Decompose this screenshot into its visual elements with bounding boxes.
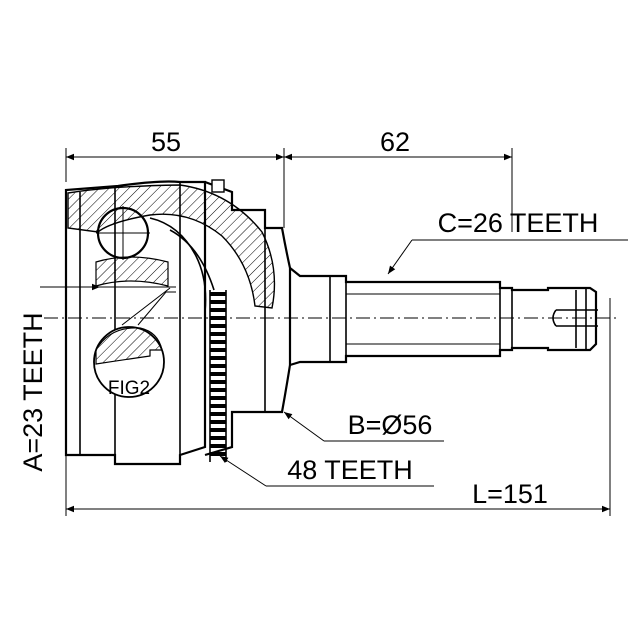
abs-tooth (210, 372, 226, 376)
leader-line (219, 455, 267, 487)
leader-line (387, 239, 413, 275)
dimension-label-62: 62 (380, 127, 410, 157)
abs-tooth (210, 380, 226, 384)
abs-tooth (210, 324, 226, 328)
abs-tooth (210, 396, 226, 400)
outer-housing (64, 180, 292, 466)
dimension-overall: L=151 (65, 298, 611, 516)
callout-outer-spline: C=26 TEETH (387, 208, 628, 275)
abs-tooth (210, 356, 226, 360)
abs-ring (209, 179, 227, 462)
outer-spline-label: C=26 TEETH (438, 208, 599, 238)
abs-tooth (210, 332, 226, 336)
callout-seal-diameter: B=Ø56 (283, 410, 444, 442)
housing-outline (64, 180, 207, 466)
abs-tooth (210, 292, 226, 296)
fig2-leader (137, 291, 176, 326)
fig2-detail: FIG2 (93, 287, 176, 399)
leader-line (283, 411, 325, 442)
housing-neck (204, 180, 292, 457)
inner-race-hatch (95, 256, 169, 287)
seal-diameter-label: B=Ø56 (348, 410, 433, 440)
abs-tooth (210, 412, 226, 416)
abs-ring-label: 48 TEETH (287, 455, 413, 485)
housing-section-hatch (67, 184, 276, 309)
fig2-leader (121, 287, 171, 326)
abs-tooth (210, 436, 226, 440)
cage-arc (149, 217, 207, 313)
abs-tooth (210, 348, 226, 352)
dimension-label-55: 55 (151, 127, 181, 157)
fig2-hatch (95, 327, 163, 365)
abs-tooth (210, 404, 226, 408)
abs-ring-top (211, 179, 225, 193)
abs-tooth (210, 444, 226, 448)
dimension-62: 62 (284, 127, 513, 232)
abs-tooth (210, 420, 226, 424)
shaft-outline (289, 267, 598, 367)
inner-spline-label: A=23 TEETH (18, 312, 48, 471)
callout-inner-spline: A=23 TEETH (18, 283, 176, 472)
fig2-label: FIG2 (108, 378, 150, 399)
dimension-55: 55 (65, 127, 285, 228)
abs-tooth (210, 364, 226, 368)
callout-abs-ring: 48 TEETH (219, 455, 434, 487)
abs-tooth (210, 452, 226, 456)
abs-tooth (210, 428, 226, 432)
abs-tooth (210, 308, 226, 312)
abs-tooth (210, 388, 226, 392)
dimension-label-overall: L=151 (472, 479, 548, 509)
stub-shaft (289, 267, 598, 367)
abs-tooth (210, 300, 226, 304)
abs-tooth (210, 340, 226, 344)
abs-ring-teeth (210, 292, 226, 456)
cage-arc (169, 229, 215, 291)
